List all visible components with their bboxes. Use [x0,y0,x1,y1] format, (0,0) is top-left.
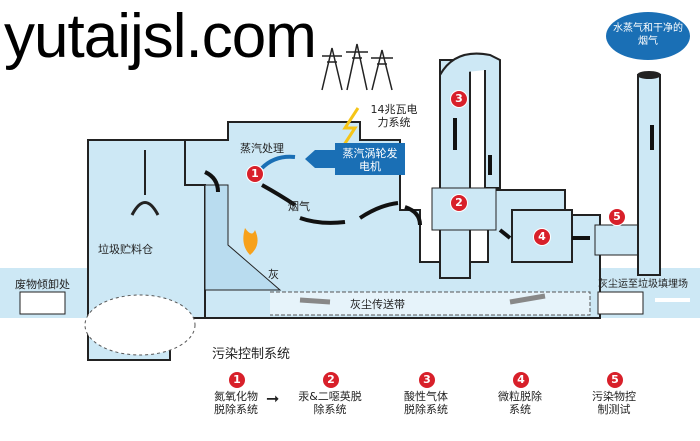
cloud-label: 水蒸气和干净的烟气 [613,23,683,47]
steam-arrow-icon [260,154,296,170]
watermark: yutaijsl.com [4,2,317,71]
arrow-icon: ➞ [266,389,280,408]
step-badge: 2 [322,371,340,389]
chimney-top [637,71,661,79]
chimney [637,74,661,276]
step-label: 汞&二噁英脱除系统 [298,390,362,416]
turbine-box [335,143,405,175]
duct [439,52,501,189]
lightning-icon [340,107,360,149]
step-badge: 1 [228,371,246,389]
conveyor-arrow-icon [299,297,331,305]
truck-right-icon [597,291,644,315]
step-label: 氮氧化物脱除系统 [214,390,258,416]
fire-icon [243,228,258,255]
badge-4: 4 [533,228,551,246]
step-label: 酸性气体脱除系统 [404,390,448,416]
ash-label: 灰 [268,268,279,281]
ash-conveyor [270,291,591,316]
furnace [204,184,282,291]
waste-pile [84,294,196,356]
step-badge: 3 [418,371,436,389]
pollution-title: 污染控制系统 [212,347,291,362]
badge-5: 5 [608,208,626,226]
step-badge: 4 [512,371,530,389]
conveyor-label: 灰尘传送带 [350,298,405,311]
step-badge: 5 [606,371,624,389]
steam-treatment-label: 蒸汽处理 [240,142,284,155]
dumping-label: 废物倾卸处 [15,278,70,291]
crane-claw-icon [130,201,160,216]
turbine-label: 蒸汽涡轮发电机 [342,147,398,173]
conveyor-arrow-icon [509,293,546,305]
landfill-label: 灰尘运至垃圾填埋场 [598,279,688,290]
step-label: 污染物控制测试 [592,390,636,416]
power-tower-icons [321,43,393,91]
turbine-arrow-icon [305,150,335,168]
badge-3: 3 [450,90,468,108]
cloud [606,12,690,60]
badge-1: 1 [246,165,264,183]
flue-gas-label: 烟气 [288,200,310,213]
badge-2: 2 [450,194,468,212]
truck-left-icon [19,291,66,315]
storage-label: 垃圾贮料仓 [98,243,153,256]
step-label: 微粒脱除系统 [498,390,542,416]
flow-arrows [204,118,654,240]
power-label: 14兆瓦电力系统 [370,103,418,129]
